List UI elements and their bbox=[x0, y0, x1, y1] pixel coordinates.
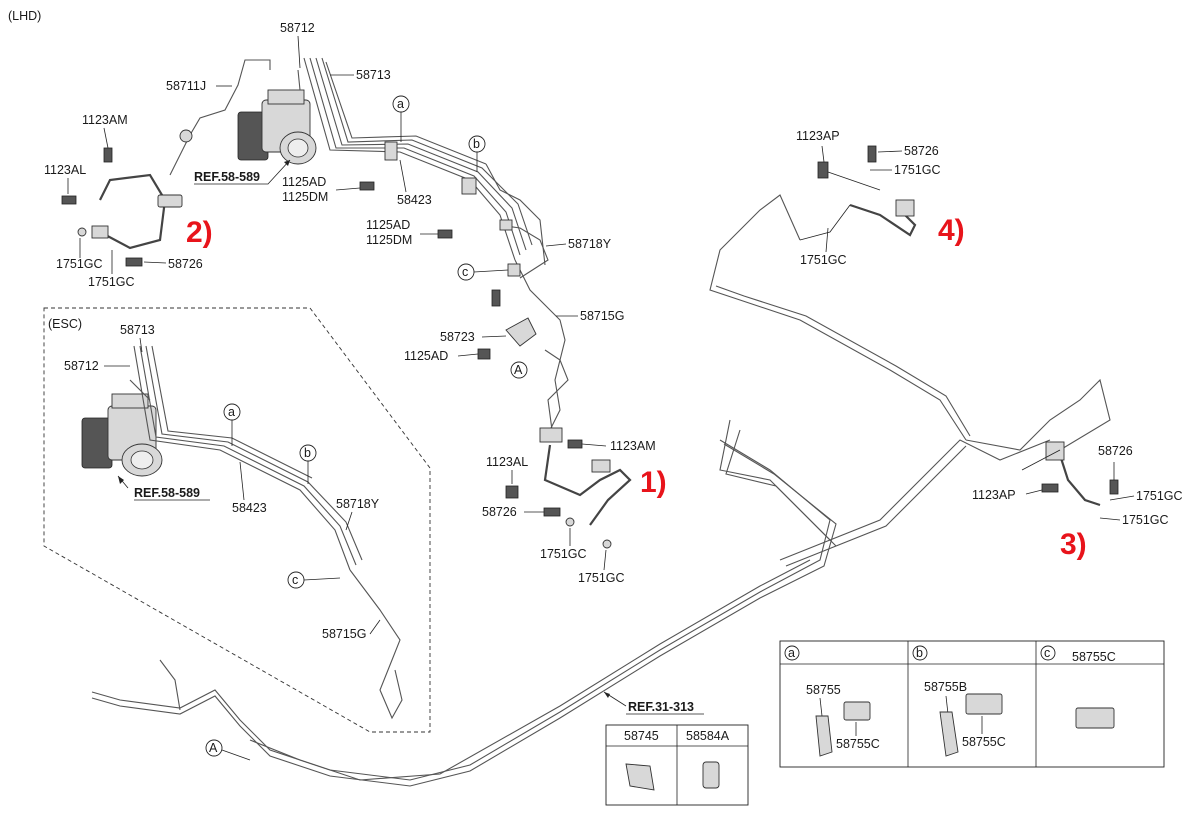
label-58423: 58423 bbox=[397, 193, 432, 207]
hecu-unit bbox=[237, 89, 317, 165]
esc-pipes bbox=[129, 345, 403, 720]
label-1751gc-f: 1751GC bbox=[800, 253, 847, 267]
svg-text:c: c bbox=[292, 573, 298, 587]
bolt-1123am-a bbox=[103, 147, 113, 163]
callout-4: 4) bbox=[938, 214, 965, 247]
hose-1-assembly bbox=[539, 349, 632, 526]
floor-brake-lines bbox=[91, 194, 1111, 787]
pipe-58711j bbox=[169, 59, 271, 176]
plug-58584a bbox=[702, 761, 720, 789]
clip-table-b-marker: b bbox=[916, 646, 923, 660]
esc-inset-border bbox=[43, 307, 431, 733]
clip-b-part-2: 58755C bbox=[962, 735, 1006, 749]
label-1751gc-b: 1751GC bbox=[88, 275, 135, 289]
label-1751gc-h: 1751GC bbox=[1122, 513, 1169, 527]
label-1125ad-b: 1125AD bbox=[366, 218, 410, 232]
hecu-pipes bbox=[297, 57, 566, 431]
label-58723: 58723 bbox=[440, 330, 475, 344]
esc-label-58712: 58712 bbox=[64, 359, 99, 373]
fastener-table: 58745 58584A bbox=[605, 724, 749, 806]
fastener-table-h1: 58745 bbox=[624, 729, 659, 743]
clip-b-part-1: 58755B bbox=[924, 680, 967, 694]
clip-table-c-marker: c bbox=[1044, 646, 1050, 660]
svg-text:A: A bbox=[514, 363, 523, 377]
pipe-58718y bbox=[505, 225, 549, 279]
label-1123ap-b: 1123AP bbox=[972, 488, 1016, 502]
svg-text:b: b bbox=[304, 446, 311, 460]
label-1751gc-e: 1751GC bbox=[894, 163, 941, 177]
esc-label-58715g: 58715G bbox=[322, 627, 366, 641]
variant-label: (LHD) bbox=[8, 9, 41, 23]
fastener-table-h2: 58584A bbox=[686, 729, 730, 743]
label-1125ad-a: 1125AD bbox=[282, 175, 326, 189]
label-1123am-a: 1123AM bbox=[82, 113, 128, 127]
bolt-1123al-a bbox=[61, 195, 77, 205]
label-58711j: 58711J bbox=[166, 79, 206, 93]
hose-2-assembly bbox=[91, 173, 183, 250]
label-1123ap-a: 1123AP bbox=[796, 129, 840, 143]
callout-3: 3) bbox=[1060, 528, 1087, 561]
hose-3-assembly bbox=[1045, 441, 1101, 507]
marker-A-lhd bbox=[510, 361, 528, 379]
clip-table-a-marker: a bbox=[788, 646, 795, 660]
clip-c-image bbox=[1075, 707, 1115, 729]
clip-table: a b c 58755C 58755 58755C 58755B 58755C bbox=[779, 640, 1165, 768]
label-1751gc-g: 1751GC bbox=[1136, 489, 1183, 503]
svg-text:A: A bbox=[209, 741, 218, 755]
clip-a-part-1: 58755 bbox=[806, 683, 841, 697]
label-58726-c: 58726 bbox=[904, 144, 939, 158]
label-1751gc-d: 1751GC bbox=[578, 571, 625, 585]
hose-4-assembly bbox=[799, 199, 917, 241]
esc-label-58718y: 58718Y bbox=[336, 497, 380, 511]
esc-label-58713: 58713 bbox=[120, 323, 155, 337]
esc-label: (ESC) bbox=[48, 317, 82, 331]
label-58718y: 58718Y bbox=[568, 237, 612, 251]
label-58712: 58712 bbox=[280, 21, 315, 35]
esc-hecu-unit bbox=[81, 393, 163, 477]
label-1123am-b: 1123AM bbox=[610, 439, 656, 453]
label-1125ad-c: 1125AD bbox=[404, 349, 448, 363]
svg-text:c: c bbox=[462, 265, 468, 279]
clip-table-c-header: 58755C bbox=[1072, 650, 1116, 664]
esc-label-58423: 58423 bbox=[232, 501, 267, 515]
bolt-58726-a bbox=[125, 257, 143, 267]
label-1123al-a: 1123AL bbox=[44, 163, 86, 177]
svg-text:a: a bbox=[228, 405, 235, 419]
label-1125dm-b: 1125DM bbox=[366, 233, 412, 247]
svg-text:a: a bbox=[397, 97, 404, 111]
ref-58-589-esc: REF.58-589 bbox=[134, 486, 200, 500]
grommet-58745 bbox=[625, 763, 655, 791]
marker-A-floor bbox=[205, 739, 223, 757]
ref-31-313: REF.31-313 bbox=[628, 700, 694, 714]
label-58726-b: 58726 bbox=[482, 505, 517, 519]
callout-1: 1) bbox=[640, 466, 667, 499]
label-58726-a: 58726 bbox=[168, 257, 203, 271]
clip-a-part-2: 58755C bbox=[836, 737, 880, 751]
label-1751gc-c: 1751GC bbox=[540, 547, 587, 561]
label-58715g: 58715G bbox=[580, 309, 624, 323]
label-58726-d: 58726 bbox=[1098, 444, 1133, 458]
label-58713: 58713 bbox=[356, 68, 391, 82]
svg-text:b: b bbox=[473, 137, 480, 151]
ref-58-589-lhd: REF.58-589 bbox=[194, 170, 260, 184]
callout-2: 2) bbox=[186, 216, 213, 249]
label-1751gc-a: 1751GC bbox=[56, 257, 103, 271]
bracket-58723 bbox=[491, 289, 537, 347]
label-1123al-b: 1123AL bbox=[486, 455, 528, 469]
label-1125dm-a: 1125DM bbox=[282, 190, 328, 204]
